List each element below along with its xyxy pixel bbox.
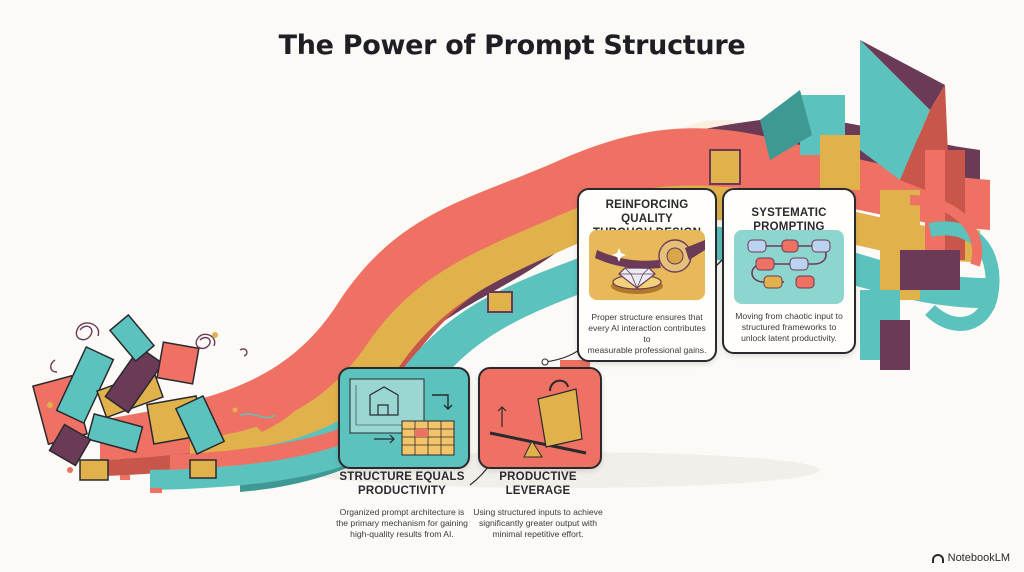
card-heading: STRUCTURE EQUALS PRODUCTIVITY (330, 470, 474, 498)
brand-label: NotebookLM (947, 552, 1010, 564)
card-description-line: Using structured inputs to achieve (473, 507, 603, 517)
diamond-polishing-icon (589, 230, 705, 300)
lever-weight-icon (480, 369, 596, 463)
card-description-line: Moving from chaotic input to (735, 311, 843, 321)
card-description-line: high-quality results from AI. (350, 529, 454, 539)
card-systematic-prompting: SYSTEMATIC PROMPTING Moving from chaotic… (722, 188, 856, 354)
flowchart-icon (734, 230, 844, 304)
card-productive-leverage (478, 367, 602, 469)
card-description-line: unlock latent productivity. (741, 333, 837, 343)
card-description: Moving from chaotic input to structured … (730, 311, 848, 344)
card-structure-productivity (338, 367, 470, 469)
brand-badge: NotebookLM (931, 552, 1010, 564)
card-heading-line: LEVERAGE (505, 485, 571, 497)
card-description: Proper structure ensures that every AI i… (585, 312, 709, 356)
card-description-line: measurable professional gains. (587, 345, 707, 355)
card-heading-line: STRUCTURE EQUALS (339, 471, 465, 483)
blueprint-spreadsheet-icon (340, 369, 464, 463)
page-title: The Power of Prompt Structure (278, 30, 746, 61)
card-description: Organized prompt architecture is the pri… (322, 507, 482, 540)
card-description-line: minimal repetitive effort. (492, 529, 584, 539)
card-description-line: Proper structure ensures that (591, 312, 703, 322)
card-heading-line: PRODUCTIVITY (357, 485, 446, 497)
card-heading-line: PRODUCTIVE (499, 471, 577, 483)
card-heading: PRODUCTIVE LEVERAGE (478, 470, 598, 498)
card-heading-line: SYSTEMATIC (751, 207, 827, 219)
card-heading-line: REINFORCING QUALITY (605, 199, 689, 225)
card-description-line: the primary mechanism for gaining (336, 518, 468, 528)
card-reinforcing-quality: REINFORCING QUALITY THROUGH DESIGN Prope… (577, 188, 717, 362)
notebooklm-logo-icon (931, 553, 944, 563)
card-description-line: structured frameworks to (741, 322, 837, 332)
card-description-line: Organized prompt architecture is (339, 507, 465, 517)
card-description-line: every AI interaction contributes to (588, 323, 706, 344)
card-description: Using structured inputs to achieve signi… (462, 507, 614, 540)
card-description-line: significantly greater output with (479, 518, 597, 528)
